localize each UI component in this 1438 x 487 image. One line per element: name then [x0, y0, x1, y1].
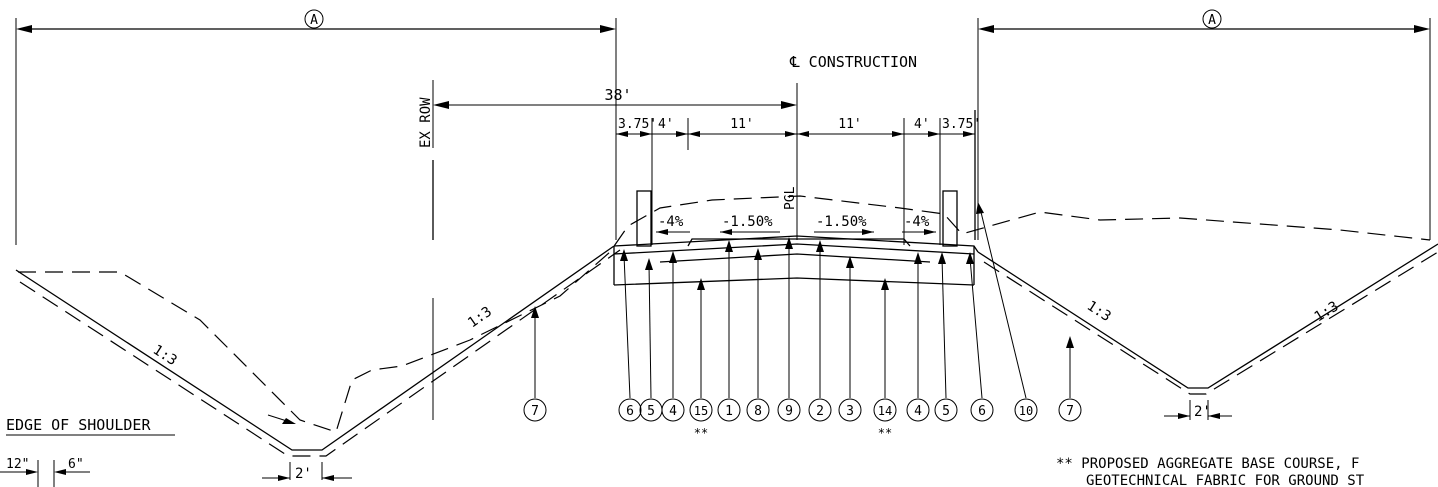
callout-6-right: 6	[970, 398, 994, 422]
callout-4-left: 4	[661, 398, 685, 422]
svg-text:2: 2	[816, 404, 824, 419]
ditch-bottom-left-dim: 2'	[295, 466, 312, 482]
dim-6in: 6"	[68, 457, 84, 472]
svg-text:6: 6	[626, 404, 634, 419]
callout-6-left: 6	[618, 398, 642, 422]
a-dimension-left: A	[15, 9, 617, 245]
half-width-dimension: 38'	[433, 86, 797, 109]
callout-9: 9	[777, 398, 801, 422]
svg-text:14: 14	[878, 404, 892, 418]
ex-row-label: EX ROW	[418, 97, 434, 148]
cross-slopes: -4% -1.50% -1.50% -4%	[656, 214, 936, 235]
svg-text:**: **	[878, 426, 892, 440]
callout-1: 1	[717, 398, 741, 422]
callout-2: 2	[808, 398, 832, 422]
lane-dimensions: 3.75' 4' 11' 11' 4' 3.75'	[615, 110, 981, 245]
callout-14: 14 **	[873, 398, 897, 440]
svg-text:5: 5	[647, 404, 655, 419]
guardrail-post-left	[636, 190, 652, 247]
svg-text:4: 4	[914, 404, 922, 419]
a-label-right: A	[1208, 13, 1216, 28]
slope-left-foreslope: 1:3	[465, 304, 495, 332]
shoulder-left-dim: 3.75'	[618, 117, 657, 132]
callout-7-right: 7	[1058, 398, 1082, 422]
slope-right-backslope: 1:3	[1312, 298, 1342, 325]
callout-8: 8	[746, 398, 770, 422]
callout-7-left: 7	[523, 398, 547, 422]
svg-text:3: 3	[846, 404, 854, 419]
slope-lane-right: -1.50%	[816, 214, 867, 230]
callout-15: 15 **	[689, 398, 713, 440]
svg-text:6: 6	[978, 404, 986, 419]
svg-text:10: 10	[1019, 404, 1033, 418]
centerline-label: ℄ CONSTRUCTION	[789, 53, 917, 71]
svg-text:7: 7	[531, 404, 539, 419]
slope-shoulder-left: -4%	[658, 214, 684, 230]
callout-3: 3	[838, 398, 862, 422]
svg-text:4: 4	[669, 404, 677, 419]
note-line-1: ** PROPOSED AGGREGATE BASE COURSE, F	[1056, 456, 1359, 472]
svg-text:**: **	[694, 426, 708, 440]
slope-left-backslope: 1:3	[150, 342, 180, 369]
svg-text:9: 9	[785, 404, 793, 419]
pgl-label: PGL	[783, 186, 798, 210]
callout-bubbles: 7 6 5 4 15 ** 1 8 9	[523, 398, 1082, 440]
svg-text:7: 7	[1066, 404, 1074, 419]
existing-ground-line	[18, 195, 1431, 433]
callout-5-left: 5	[639, 398, 663, 422]
callout-4-right: 4	[906, 398, 930, 422]
right-ditch: 2'	[977, 243, 1438, 420]
slope-shoulder-right: -4%	[904, 214, 930, 230]
shoulder-right-dim: 3.75'	[942, 117, 981, 132]
svg-text:8: 8	[754, 404, 762, 419]
svg-text:15: 15	[694, 404, 708, 418]
slope-lane-left: -1.50%	[722, 214, 773, 230]
edge-of-shoulder-label: EDGE OF SHOULDER	[6, 416, 151, 434]
a-label-left: A	[310, 13, 318, 28]
dim-12in: 12"	[6, 457, 29, 472]
slope-right-foreslope: 1:3	[1084, 298, 1114, 325]
ditch-bottom-right-dim: 2'	[1194, 404, 1211, 420]
lane-left-dim: 11'	[730, 117, 753, 132]
callout-5-right: 5	[934, 398, 958, 422]
callout-leaders	[531, 202, 1074, 399]
note-line-2: GEOTECHNICAL FABRIC FOR GROUND ST	[1086, 473, 1365, 487]
pavement-section	[613, 235, 979, 286]
paved-shoulder-right-dim: 4'	[914, 117, 930, 132]
a-dimension-right: A	[977, 9, 1431, 240]
left-ditch: 2'	[15, 245, 621, 482]
guardrail-post-right	[942, 190, 958, 247]
half-width-label: 38'	[604, 86, 631, 104]
lane-right-dim: 11'	[838, 117, 861, 132]
callout-10: 10	[1014, 398, 1038, 422]
svg-text:1: 1	[725, 404, 733, 419]
paved-shoulder-left-dim: 4'	[658, 117, 674, 132]
svg-text:5: 5	[942, 404, 950, 419]
